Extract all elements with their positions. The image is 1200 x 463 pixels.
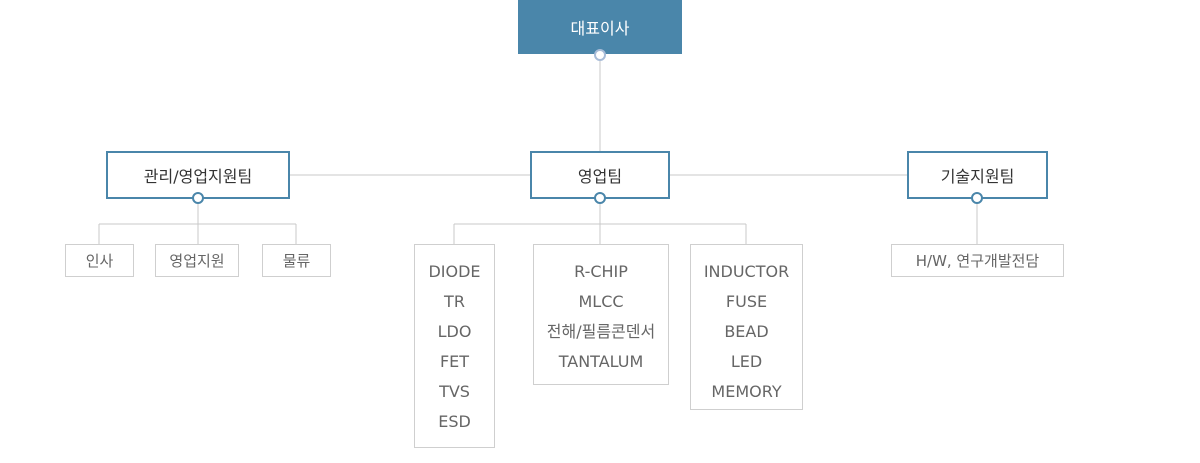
list-item: MLCC [578, 292, 624, 311]
list-item: INDUCTOR [703, 262, 790, 281]
sub-admin-hr: 인사 [65, 244, 134, 277]
list-item: FET [439, 352, 470, 371]
team-tech: 기술지원팀 [907, 151, 1048, 199]
team-admin-connector-dot [192, 192, 204, 204]
sub-admin-logistics: 물류 [262, 244, 331, 277]
sub-tech-rnd: H/W, 연구개발전담 [891, 244, 1064, 277]
team-admin: 관리/영업지원팀 [106, 151, 290, 199]
list-item: MEMORY [711, 382, 782, 401]
sales-group-1: DIODE TR LDO FET TVS ESD [414, 244, 495, 448]
list-item: BEAD [724, 322, 769, 341]
ceo-connector-dot [594, 49, 606, 61]
list-item: LDO [437, 322, 472, 341]
team-sales-connector-dot [594, 192, 606, 204]
list-item: ESD [438, 412, 471, 431]
team-tech-connector-dot [971, 192, 983, 204]
list-item: 전해/필름콘덴서 [546, 322, 656, 341]
list-item: TR [444, 292, 465, 311]
list-item: LED [730, 352, 763, 371]
list-item: DIODE [428, 262, 481, 281]
sub-admin-sales-support: 영업지원 [155, 244, 239, 277]
list-item: FUSE [725, 292, 768, 311]
list-item: TANTALUM [558, 352, 644, 371]
sales-group-3: INDUCTOR FUSE BEAD LED MEMORY [690, 244, 803, 410]
ceo-box: 대표이사 [518, 0, 682, 54]
list-item: TVS [439, 382, 470, 401]
sales-group-2: R-CHIP MLCC 전해/필름콘덴서 TANTALUM [533, 244, 669, 385]
list-item: R-CHIP [574, 262, 628, 281]
